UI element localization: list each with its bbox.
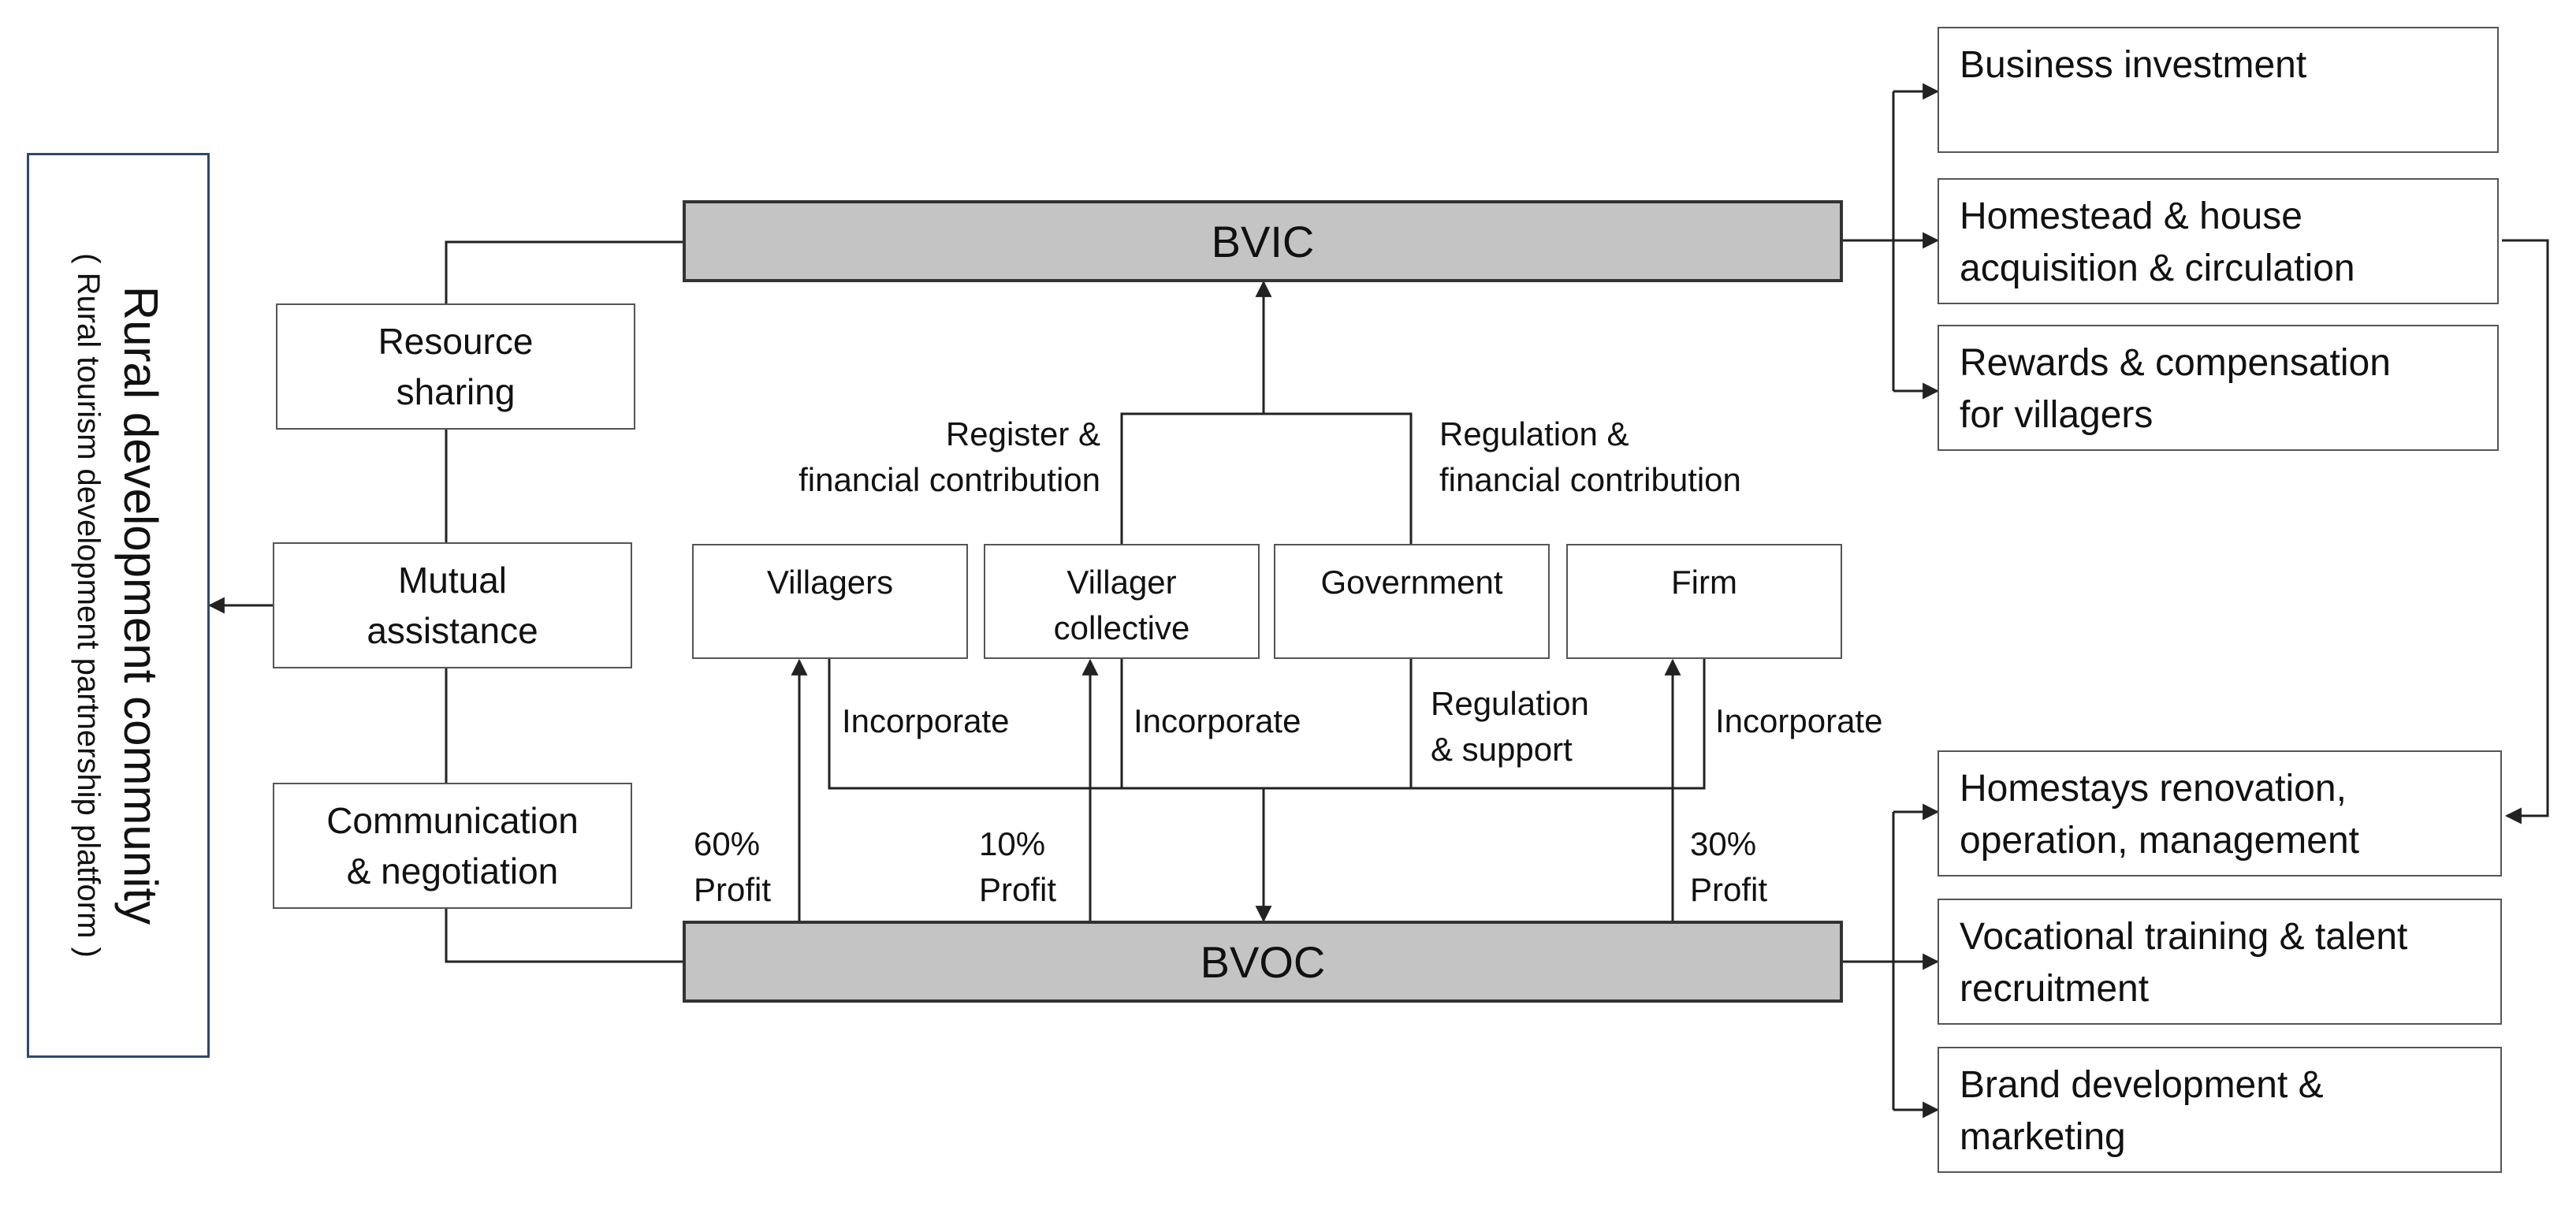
profit-firm-percent: 30% — [1690, 825, 1757, 862]
vocational-training-box: Vocational training & talent recruitment — [1938, 899, 2502, 1025]
incorporate-label-firm: Incorporate — [1715, 702, 1883, 739]
stakeholder-government: Government — [1274, 544, 1550, 659]
mutual-assistance-line-1: Mutual — [397, 560, 508, 601]
homestays-renovation-box: Homestays renovation, operation, managem… — [1938, 750, 2502, 877]
profit-label-villagers: 60% Profit — [694, 821, 771, 913]
business-investment-line-1: Business investment — [1960, 44, 2307, 86]
homestead-acquisition-box: Homestead & house acquisition & circulat… — [1938, 178, 2499, 304]
business-investment-box: Business investment — [1938, 27, 2499, 153]
incorporate-label-collective: Incorporate — [1134, 702, 1301, 739]
communication-line-1: Communication — [326, 800, 579, 841]
communication-line-2: & negotiation — [346, 851, 559, 891]
profit-firm-word: Profit — [1690, 871, 1768, 908]
villager-collective-line-1: Villager — [1067, 564, 1177, 601]
bvoc-bar: BVOC — [683, 921, 1843, 1003]
vocational-line-2: recruitment — [1960, 968, 2150, 1010]
profit-label-collective: 10% Profit — [979, 821, 1056, 913]
rewards-compensation-box: Rewards & compensation for villagers — [1938, 325, 2499, 451]
rewards-line-1: Rewards & compensation — [1960, 342, 2391, 384]
upper-tree-line — [1120, 412, 1413, 544]
bvoc-label: BVOC — [1200, 936, 1326, 987]
regulation-support-label: Regulation & support — [1431, 681, 1589, 772]
stakeholder-firm: Firm — [1566, 544, 1842, 659]
resource-sharing-line-1: Resource — [378, 321, 534, 362]
mutual-assistance-box: Mutual assistance — [273, 542, 632, 668]
rural-development-community: Rural development community ( Rural tour… — [27, 153, 210, 1058]
profit-collective-word: Profit — [979, 871, 1057, 908]
homestead-to-homestays-arrow — [2502, 239, 2549, 824]
regulation-support-line-2: & support — [1431, 731, 1573, 768]
incorporate-label-villagers: Incorporate — [842, 702, 1010, 739]
profit-villagers-percent: 60% — [694, 825, 761, 862]
register-label-line-1: Register & — [945, 415, 1100, 452]
community-title: Rural development community — [114, 285, 167, 925]
government-label: Government — [1320, 564, 1503, 601]
stakeholder-villagers: Villagers — [692, 544, 968, 659]
regulation-support-line-1: Regulation — [1431, 685, 1589, 722]
community-subtitle: ( Rural tourism development partnership … — [71, 253, 106, 958]
lower-bus-line — [828, 659, 1706, 790]
regulation-label-line-1: Regulation & — [1439, 415, 1629, 452]
profit-collective-percent: 10% — [979, 825, 1046, 862]
rewards-line-2: for villagers — [1960, 394, 2153, 436]
bvic-label: BVIC — [1211, 216, 1315, 266]
vocational-line-1: Vocational training & talent — [1960, 916, 2408, 958]
register-label-line-2: financial contribution — [798, 461, 1100, 498]
brand-development-box: Brand development & marketing — [1938, 1047, 2502, 1173]
communication-negotiation-box: Communication & negotiation — [273, 783, 632, 909]
regulation-contribution-label: Regulation & financial contribution — [1439, 411, 1741, 503]
brand-line-2: marketing — [1960, 1116, 2126, 1158]
communication-to-bvoc-line — [445, 909, 683, 963]
resource-sharing-box: Resource sharing — [276, 303, 635, 430]
register-contribution-label: Register & financial contribution — [709, 411, 1100, 503]
homestead-line-2: acquisition & circulation — [1960, 248, 2355, 289]
mutual-assistance-line-2: assistance — [367, 610, 538, 651]
villager-collective-line-2: collective — [1053, 609, 1190, 646]
villagers-label: Villagers — [766, 564, 894, 601]
bvic-to-resource-line — [445, 240, 683, 303]
resource-sharing-line-2: sharing — [396, 371, 516, 412]
homestays-line-1: Homestays renovation, — [1960, 768, 2347, 810]
profit-villagers-word: Profit — [694, 871, 772, 908]
firm-label: Firm — [1671, 564, 1737, 601]
homestays-line-2: operation, management — [1960, 820, 2359, 862]
bvic-bar: BVIC — [683, 200, 1843, 282]
stakeholder-villager-collective: Villager collective — [984, 544, 1260, 659]
regulation-label-line-2: financial contribution — [1439, 461, 1741, 498]
homestead-line-1: Homestead & house — [1960, 195, 2302, 237]
profit-label-firm: 30% Profit — [1690, 821, 1767, 913]
brand-line-1: Brand development & — [1960, 1064, 2324, 1106]
